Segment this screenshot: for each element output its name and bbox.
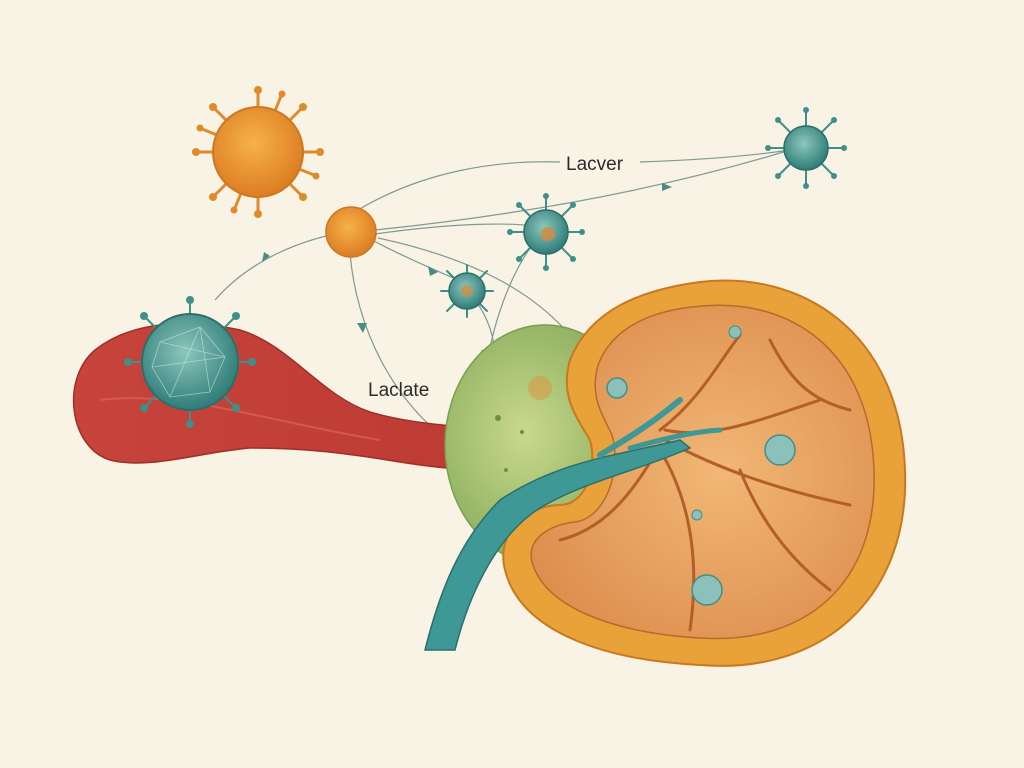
top-label: Lacver xyxy=(566,154,624,175)
arrow-head xyxy=(428,266,438,276)
virus-icon xyxy=(440,264,494,318)
virus-icon xyxy=(507,193,585,271)
cell-icon xyxy=(325,206,377,258)
flow-lines xyxy=(214,149,791,471)
virus-icon xyxy=(192,86,324,218)
kidney-cells xyxy=(606,325,796,606)
arrow-head xyxy=(662,183,672,191)
kidney-icon xyxy=(502,279,907,667)
kidney-lobe-lines xyxy=(558,333,852,632)
arrow-head xyxy=(262,252,270,262)
virus-icon xyxy=(765,107,847,189)
blood-vessel-icon xyxy=(424,397,723,651)
virus-icon xyxy=(124,296,256,428)
middle-label: Laclate xyxy=(368,380,429,401)
arrow-head xyxy=(357,323,367,333)
